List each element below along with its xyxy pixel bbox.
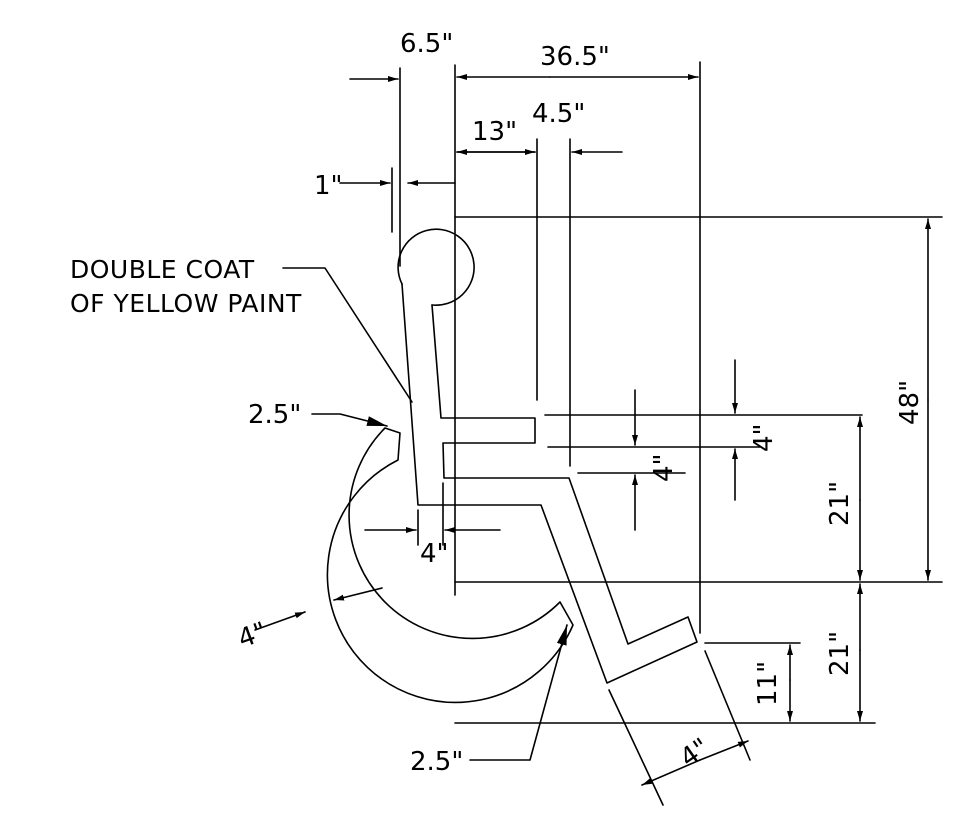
dim-wheel-thickness: 4" [234,617,271,655]
dim-seat-offset: 13" [472,117,517,147]
dim-foot-height: 11" [753,661,783,706]
dim-seat-height: 21" [825,481,855,526]
note-line-1: DOUBLE COAT [70,255,255,284]
dim-overall-height: 48" [895,380,925,425]
dim-backrest-gap: 4.5" [532,99,585,129]
dim-lower-height: 21" [825,631,855,676]
dim-wheel-gap-bottom: 2.5" [410,747,463,777]
dimension-lines [254,74,931,786]
dim-head-offset: 1" [314,171,343,201]
extension-lines [391,61,943,806]
dimension-labels: DOUBLE COAT OF YELLOW PAINT 6.5" 36.5" 1… [70,29,925,777]
head-outline [397,228,475,307]
dim-head-width: 6.5" [400,29,453,59]
note-line-2: OF YELLOW PAINT [70,289,302,318]
dim-torso-width: 4" [420,539,449,569]
dim-arm-thickness: 4" [749,423,779,452]
wheel-outline [326,427,574,704]
body-outline [401,283,698,684]
wheelchair-outline [326,228,698,704]
dim-seat-thickness: 4" [649,453,679,482]
dim-overall-width: 36.5" [540,42,610,72]
dim-wheel-gap-top: 2.5" [248,400,301,430]
